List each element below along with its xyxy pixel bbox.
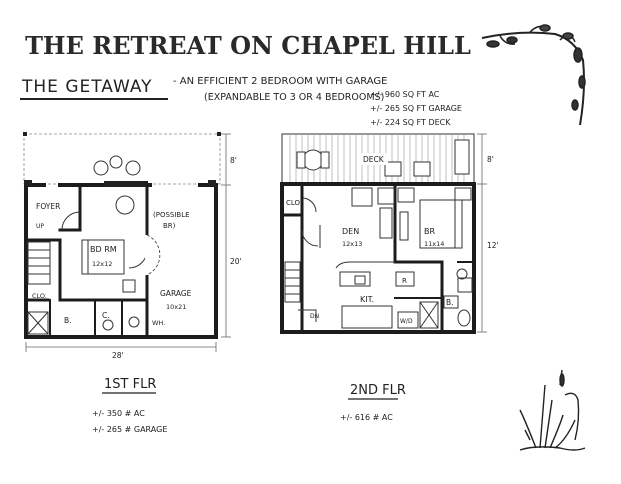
first-width-dim: 28' [112,351,124,360]
front-window [104,181,148,187]
plant-illustration [519,369,586,451]
second-floor-label: 2ND FLR [350,383,406,398]
plan-name: THE GETAWAY [21,77,153,97]
garage-label: GARAGE [160,289,192,298]
closet-label: CLO. [32,292,47,300]
plan-expandable-note: (EXPANDABLE TO 3 OR 4 BEDROOMS) [204,92,384,103]
den-size: 12x13 [342,240,362,248]
bedroom-size: 11x14 [424,240,444,248]
porch-table [109,155,123,169]
kitchen-counter [335,261,395,269]
stair-up-label: UP [36,223,44,230]
porch-chair [125,160,141,176]
garage-size: 10x21 [166,303,186,311]
porch-outline [23,133,221,185]
washer-dryer-label: W/D [400,318,413,325]
plan-description: - AN EFFICIENT 2 BEDROOM WITH GARAGE [173,76,388,87]
refrigerator [395,271,415,287]
den-sofa [379,207,393,239]
first-floor-garage-area: +/- 265 # GARAGE [92,425,167,434]
stair-down-label: DN [310,313,319,320]
den-chair [351,187,373,207]
kitchen-label: KIT. [360,295,374,304]
first-porch-depth-dim: 8' [230,156,237,165]
bedroom-chair [115,195,135,215]
page-title: THE RETREAT ON CHAPEL HILL [25,31,471,60]
second-floor-plan: DECK [280,133,499,422]
den-label: DEN [342,227,359,236]
deck-chair [384,161,402,177]
refrigerator-label: R [402,277,407,285]
closet-label: CLO [286,199,301,207]
porch-chair [93,160,109,176]
bed [81,239,125,275]
water-heater [128,316,140,328]
bath-label: B. [64,316,72,325]
bath-label: B. [446,298,454,307]
closet-c-label: C. [102,311,110,320]
spec-deck: +/- 224 SQ FT DECK [370,118,451,127]
first-floor-label: 1ST FLR [104,377,156,392]
branch-illustration [481,24,586,126]
deck-table [302,149,324,171]
water-heater-label: WH. [152,319,165,327]
first-floor-stairs [27,241,51,285]
toilet [457,309,471,327]
deck-bench [454,139,470,175]
possible-br-label: (POSSIBLE [153,211,190,219]
washer-dryer [397,311,419,329]
possible-br-label-2: BR) [163,222,176,230]
first-side-dim: 20' [230,257,242,266]
first-floor-area: +/- 350 # AC [92,409,145,418]
spec-garage: +/- 265 SQ FT GARAGE [370,104,462,113]
second-side-dim: 12' [487,241,499,250]
spec-ac: +/- 960 SQ FT AC [370,90,440,99]
foyer-label: FOYER [36,202,60,211]
second-deck-depth-dim: 8' [487,155,494,164]
bedroom-label: BR [424,227,435,236]
second-floor-stairs [284,261,301,303]
second-floor-area: +/- 616 # AC [340,413,393,422]
bedroom-size: 12x12 [92,260,112,268]
deck-chair [413,161,431,177]
deck-label: DECK [363,155,385,164]
bedroom-label: BD RM [90,245,117,254]
first-floor-plan: FOYER UP BD RM 12x12 (POSSIBLE BR) GARAG… [23,132,242,434]
second-floor-exterior-wall [280,182,476,334]
second-bed [419,199,463,249]
